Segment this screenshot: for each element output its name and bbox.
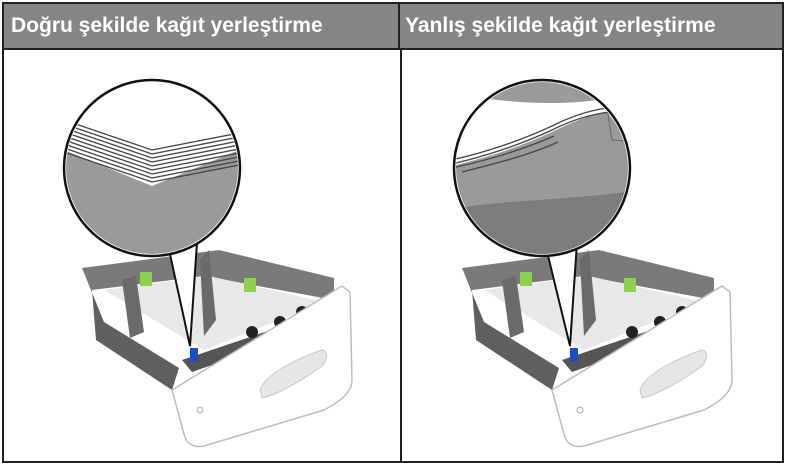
incorrect-loading-illustration — [402, 50, 782, 461]
comparison-table: Doğru şekilde kağıt yerleştirme Yanlış ş… — [2, 2, 784, 463]
paper-tray-illustration — [462, 250, 732, 447]
green-guide-tab — [244, 278, 256, 292]
green-guide-tab — [520, 272, 532, 286]
blue-button — [570, 348, 578, 362]
paper-tray-illustration — [82, 250, 352, 447]
green-guide-tab — [140, 272, 152, 286]
paper-stack-curled-illustration — [442, 75, 642, 270]
magnifier-callout — [54, 75, 254, 270]
incorrect-loading-panel — [402, 50, 782, 461]
magnifier-callout — [442, 75, 642, 270]
header-incorrect-loading: Yanlış şekilde kağıt yerleştirme — [400, 4, 782, 48]
header-row: Doğru şekilde kağıt yerleştirme Yanlış ş… — [4, 4, 782, 48]
blue-button — [190, 348, 198, 362]
correct-loading-panel — [4, 50, 400, 461]
correct-loading-illustration — [4, 50, 400, 461]
paper-stack-correct-illustration — [54, 75, 254, 270]
green-guide-tab — [624, 278, 636, 292]
header-correct-loading: Doğru şekilde kağıt yerleştirme — [4, 4, 400, 48]
